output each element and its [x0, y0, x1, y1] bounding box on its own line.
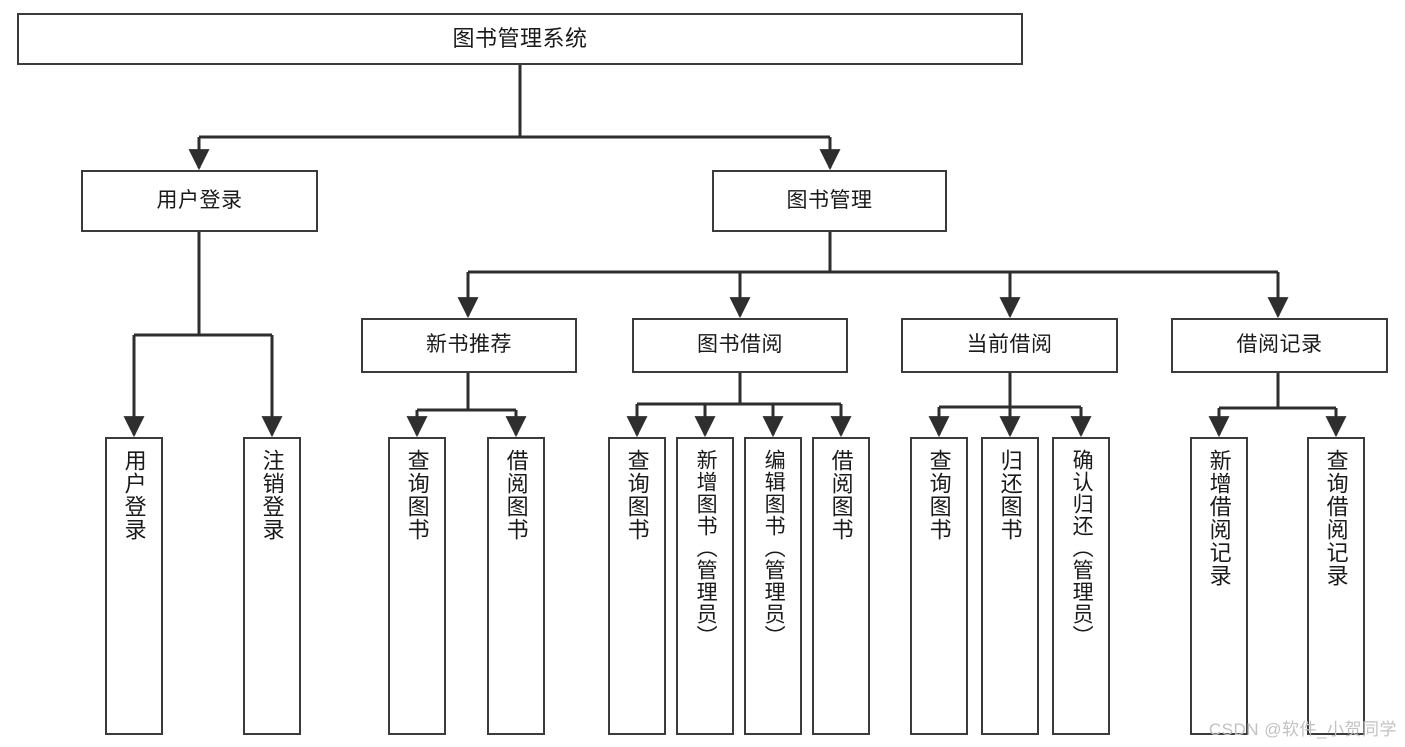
node-borrow-record-label: 借阅记录 — [1236, 333, 1323, 357]
leaf-recommend-borrow-book-label: 借阅图书 — [503, 449, 529, 541]
watermark: CSDN @软件_小贺同学 — [1208, 720, 1397, 739]
node-new-book-recommend-label: 新书推荐 — [426, 333, 512, 357]
node-book-management[interactable]: 图书管理 — [712, 170, 947, 232]
leaf-borrow-edit-book-admin-label: 编辑图书（管理员） — [762, 449, 786, 647]
leaf-record-query-record-label: 查询借阅记录 — [1323, 449, 1349, 587]
leaf-borrow-query-book[interactable]: 查询图书 — [608, 437, 666, 735]
node-book-borrow-label: 图书借阅 — [697, 333, 783, 357]
leaf-current-return-book-label: 归还图书 — [997, 449, 1023, 541]
leaf-user-login[interactable]: 用户登录 — [105, 437, 163, 735]
node-root-label: 图书管理系统 — [452, 26, 588, 52]
node-current-borrow[interactable]: 当前借阅 — [901, 318, 1118, 373]
node-user-login-label: 用户登录 — [156, 188, 243, 212]
leaf-current-query-book[interactable]: 查询图书 — [910, 437, 968, 735]
leaf-current-confirm-return-admin-label: 确认归还（管理员） — [1070, 449, 1094, 647]
node-book-borrow[interactable]: 图书借阅 — [632, 318, 848, 373]
leaf-borrow-borrow-book-label: 借阅图书 — [828, 449, 854, 541]
leaf-current-return-book[interactable]: 归还图书 — [981, 437, 1039, 735]
leaf-borrow-borrow-book[interactable]: 借阅图书 — [812, 437, 870, 735]
leaf-user-login-label: 用户登录 — [121, 449, 147, 541]
node-user-login[interactable]: 用户登录 — [81, 170, 318, 232]
leaf-current-query-book-label: 查询图书 — [926, 449, 952, 541]
node-current-borrow-label: 当前借阅 — [966, 333, 1053, 357]
leaf-user-logout-label: 注销登录 — [259, 449, 285, 541]
leaf-user-logout[interactable]: 注销登录 — [243, 437, 301, 735]
leaf-borrow-query-book-label: 查询图书 — [624, 449, 650, 541]
leaf-record-add-record[interactable]: 新增借阅记录 — [1190, 437, 1248, 735]
leaf-record-add-record-label: 新增借阅记录 — [1206, 449, 1232, 587]
node-book-management-label: 图书管理 — [786, 188, 873, 212]
node-new-book-recommend[interactable]: 新书推荐 — [361, 318, 577, 373]
leaf-recommend-query-book-label: 查询图书 — [404, 449, 430, 541]
leaf-borrow-edit-book-admin[interactable]: 编辑图书（管理员） — [744, 437, 802, 735]
leaf-borrow-add-book-admin[interactable]: 新增图书（管理员） — [676, 437, 734, 735]
node-root[interactable]: 图书管理系统 — [17, 13, 1023, 65]
leaf-borrow-add-book-admin-label: 新增图书（管理员） — [694, 449, 718, 647]
leaf-current-confirm-return-admin[interactable]: 确认归还（管理员） — [1052, 437, 1110, 735]
leaf-recommend-borrow-book[interactable]: 借阅图书 — [487, 437, 545, 735]
leaf-record-query-record[interactable]: 查询借阅记录 — [1307, 437, 1365, 735]
node-borrow-record[interactable]: 借阅记录 — [1171, 318, 1388, 373]
leaf-recommend-query-book[interactable]: 查询图书 — [388, 437, 446, 735]
